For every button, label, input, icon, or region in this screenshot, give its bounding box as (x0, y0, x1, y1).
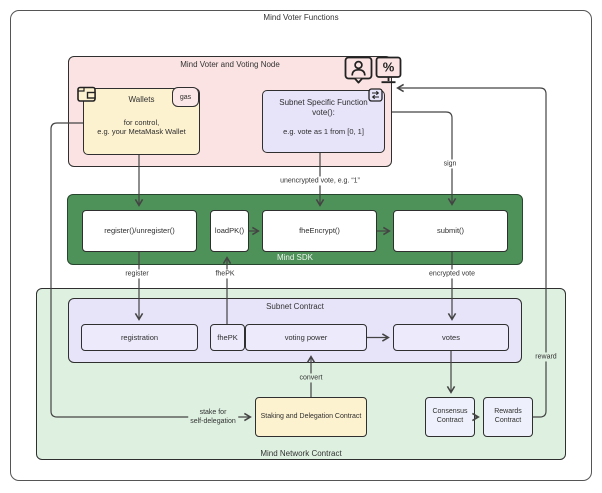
sdk-title: Mind SDK (276, 253, 313, 262)
staking-node: Staking and Delegation Contract (255, 397, 367, 437)
sdk-node-loadpk: loadPK() (210, 210, 249, 252)
sdk-node-submit-label: submit() (436, 226, 465, 236)
sc-node-registration-label: registration (120, 332, 159, 342)
swap-icon (368, 88, 383, 102)
wallet-icon (77, 86, 96, 102)
edge-label-convert: convert (297, 373, 325, 383)
gas-badge-label: gas (179, 93, 192, 101)
consensus-node-label: Consensus Contract (432, 408, 468, 424)
sdk-node-loadpk-label: loadPK() (214, 226, 245, 236)
sc-node-votes: votes (393, 324, 509, 351)
edge-label-stake: stake for self-delegation (188, 407, 238, 427)
subnet-contract-title: Subnet Contract (266, 302, 324, 311)
wallets-body: for control, e.g. your MetaMask Wallet (97, 118, 186, 137)
sc-node-registration: registration (81, 324, 198, 351)
sdk-node-register: register()/unregister() (82, 210, 197, 252)
person-bubble-icon (344, 56, 373, 84)
edge-label-reward: reward (533, 352, 559, 362)
edge-label-unencrypted-vote: unencrypted vote, e.g. “1” (278, 176, 362, 186)
sdk-node-fheencrypt: fheEncrypt() (262, 210, 377, 252)
wallets-title: Wallets (128, 95, 155, 104)
consensus-node: Consensus Contract (425, 397, 475, 437)
sdk-node-fheencrypt-label: fheEncrypt() (299, 226, 340, 236)
sdk-node-submit: submit() (393, 210, 508, 252)
svg-text:%: % (383, 60, 395, 75)
staking-node-label: Staking and Delegation Contract (260, 412, 362, 420)
edge-label-encrypted-vote: encrypted vote (427, 269, 477, 279)
percent-monitor-icon: % (375, 56, 402, 84)
sc-node-voting-power-label: voting power (284, 332, 328, 342)
diagram-title: Mind Voter Functions (263, 13, 339, 22)
subnet-function-title: Subnet Specific Function vote(): (279, 98, 368, 117)
sc-node-voting-power: voting power (245, 324, 367, 351)
edge-label-fhepk: fhePK (213, 269, 237, 279)
rewards-node-label: Rewards Contract (494, 408, 522, 424)
edge-label-register: register (123, 269, 151, 279)
edge-label-sign: sign (441, 159, 459, 169)
sdk-node-register-label: register()/unregister() (104, 226, 175, 236)
sc-node-fhepk: fhePK (210, 324, 245, 351)
sc-node-votes-label: votes (442, 332, 460, 342)
sc-node-fhepk-label: fhePK (217, 332, 238, 342)
network-title: Mind Network Contract (260, 449, 342, 458)
subnet-function-body: e.g. vote as 1 from [0, 1] (283, 127, 364, 136)
voter-node-title: Mind Voter and Voting Node (180, 60, 280, 69)
gas-badge: gas (172, 87, 199, 107)
rewards-node: Rewards Contract (483, 397, 533, 437)
subnet-function-node: Subnet Specific Function vote(): e.g. vo… (262, 90, 385, 153)
